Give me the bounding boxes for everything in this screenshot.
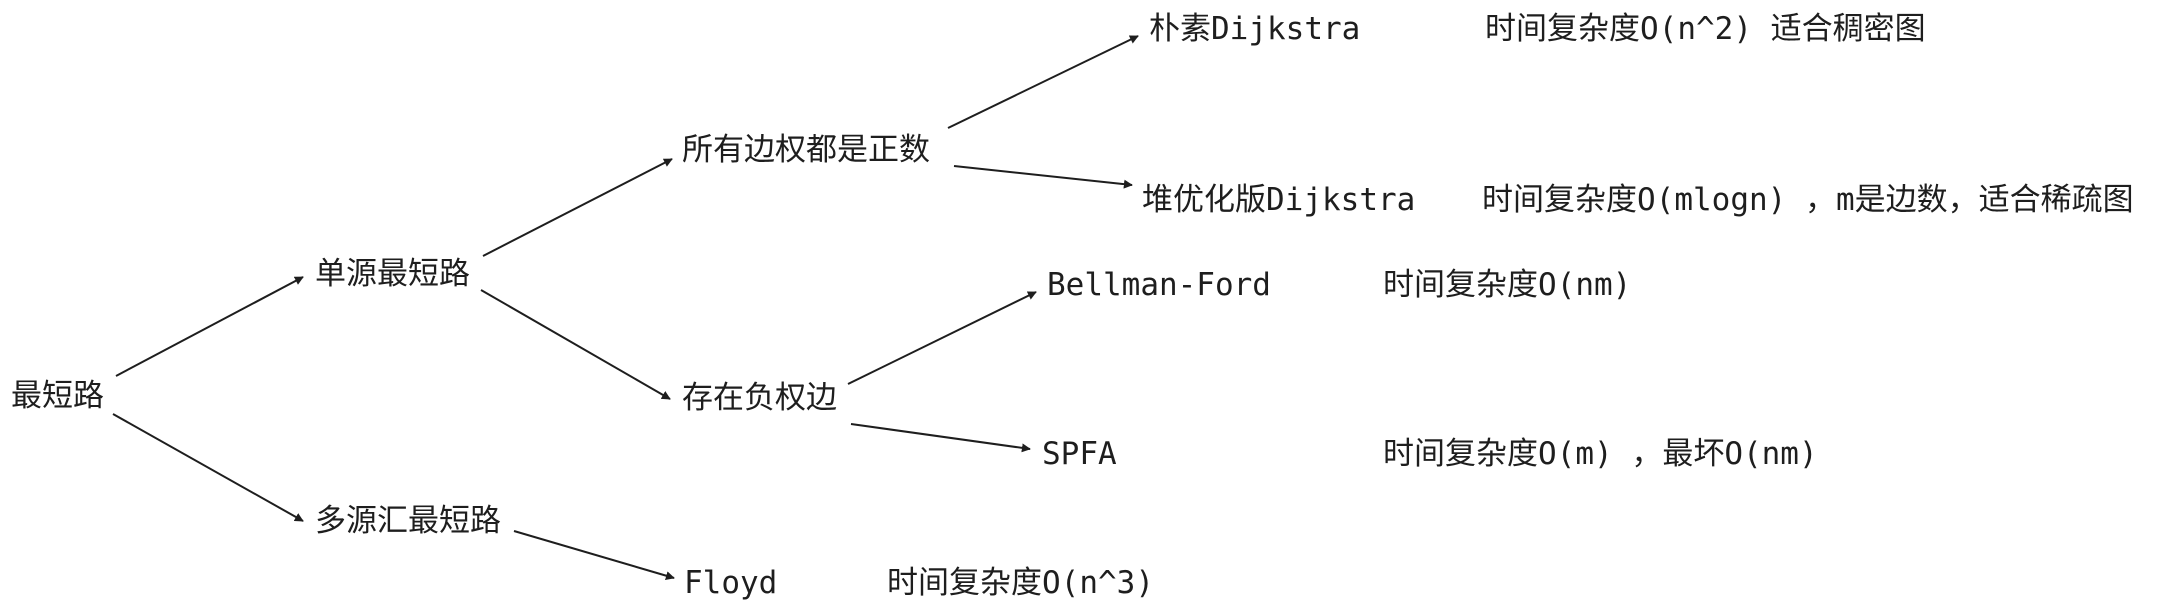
node-floyd: Floyd: [684, 565, 778, 601]
note-floyd: 时间复杂度O(n^3): [887, 565, 1154, 601]
note-heap-dijkstra: 时间复杂度O(mlogn) ，m是边数，适合稀疏图: [1482, 182, 2134, 218]
node-negative-edge: 存在负权边: [682, 380, 837, 416]
node-root: 最短路: [11, 378, 104, 414]
node-multi-source: 多源汇最短路: [315, 503, 501, 539]
note-spfa: 时间复杂度O(m) ，最坏O(nm): [1383, 436, 1818, 472]
note-bellman-ford: 时间复杂度O(nm): [1383, 267, 1632, 303]
edge-root-to-single-source: [115, 276, 304, 377]
node-spfa: SPFA: [1042, 436, 1117, 472]
node-bellman-ford: Bellman-Ford: [1047, 267, 1271, 303]
edge-negative-edge-to-bellman-ford: [847, 291, 1037, 385]
edge-negative-edge-to-spfa: [850, 423, 1031, 453]
node-naive-dijkstra: 朴素Dijkstra: [1149, 11, 1361, 47]
edge-root-to-multi-source: [112, 413, 304, 522]
node-all-positive: 所有边权都是正数: [682, 132, 930, 168]
edge-multi-source-to-floyd: [513, 530, 675, 581]
edge-all-positive-to-naive-dijkstra: [947, 35, 1139, 129]
edge-single-source-to-all-positive: [482, 158, 673, 257]
node-single-source: 单源最短路: [315, 256, 470, 292]
node-heap-dijkstra: 堆优化版Dijkstra: [1142, 182, 1416, 218]
edge-single-source-to-negative-edge: [480, 289, 671, 400]
note-naive-dijkstra: 时间复杂度O(n^2) 适合稠密图: [1485, 11, 1926, 47]
edge-all-positive-to-heap-dijkstra: [953, 165, 1133, 189]
